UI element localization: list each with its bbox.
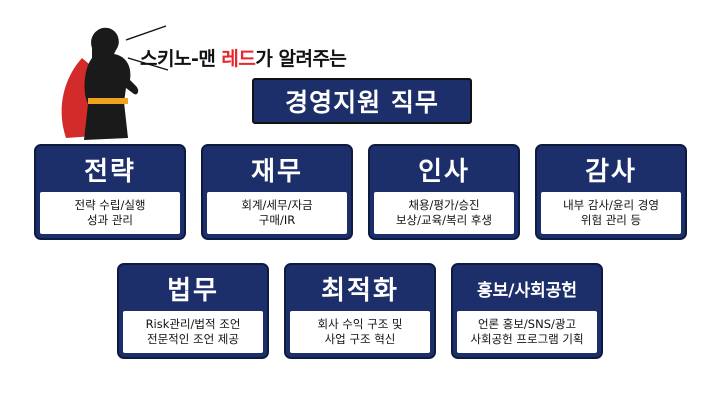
card-body: 전략 수립/실행 성과 관리 [40, 192, 180, 234]
tagline-accent: 레드 [221, 48, 256, 70]
card-line: 구매/IR [258, 213, 296, 227]
card-line: 언론 홍보/SNS/광고 [477, 317, 577, 331]
card-body: 내부 감사/윤리 경영 위험 관리 등 [541, 192, 681, 234]
tagline: 스키노-맨 레드가 알려주는 [140, 44, 347, 71]
card-line: 보상/교육/복리 후생 [395, 213, 493, 227]
card-title: 인사 [418, 156, 470, 187]
card-pr-csr: 홍보/사회공헌 언론 홍보/SNS/광고 사회공헌 프로그램 기획 [451, 263, 603, 359]
card-line: Risk관리/법적 조언 [145, 317, 241, 331]
card-line: 사업 구조 혁신 [324, 332, 396, 346]
card-line: 전문적인 조언 제공 [147, 332, 239, 346]
card-line: 위험 관리 등 [580, 213, 642, 227]
caped-hero-icon [61, 25, 169, 140]
tagline-suffix: 가 알려주는 [255, 48, 347, 70]
card-title: 감사 [585, 156, 637, 187]
card-audit: 감사 내부 감사/윤리 경영 위험 관리 등 [535, 144, 687, 240]
card-body: 언론 홍보/SNS/광고 사회공헌 프로그램 기획 [457, 311, 597, 353]
card-hr: 인사 채용/평가/승진 보상/교육/복리 후생 [368, 144, 520, 240]
tagline-prefix: 스키노-맨 [140, 48, 222, 70]
card-line: 회사 수익 구조 및 [317, 317, 403, 331]
card-title: 재무 [251, 156, 303, 187]
card-line: 내부 감사/윤리 경영 [563, 198, 659, 212]
card-title: 최적화 [321, 275, 399, 306]
card-title: 홍보/사회공헌 [476, 280, 578, 301]
card-optimization: 최적화 회사 수익 구조 및 사업 구조 혁신 [284, 263, 436, 359]
card-body: Risk관리/법적 조언 전문적인 조언 제공 [123, 311, 263, 353]
card-line: 채용/평가/승진 [408, 198, 480, 212]
card-body: 회사 수익 구조 및 사업 구조 혁신 [290, 311, 430, 353]
card-line: 성과 관리 [87, 213, 133, 227]
card-title: 전략 [84, 156, 136, 187]
card-line: 사회공헌 프로그램 기획 [470, 332, 584, 346]
card-finance: 재무 회계/세무/자금 구매/IR [201, 144, 353, 240]
card-body: 회계/세무/자금 구매/IR [207, 192, 347, 234]
card-strategy: 전략 전략 수립/실행 성과 관리 [34, 144, 186, 240]
card-line: 전략 수립/실행 [74, 198, 146, 212]
card-title: 법무 [167, 275, 219, 306]
page-title: 경영지원 직무 [252, 78, 472, 124]
card-line: 회계/세무/자금 [241, 198, 313, 212]
card-body: 채용/평가/승진 보상/교육/복리 후생 [374, 192, 514, 234]
card-legal: 법무 Risk관리/법적 조언 전문적인 조언 제공 [117, 263, 269, 359]
